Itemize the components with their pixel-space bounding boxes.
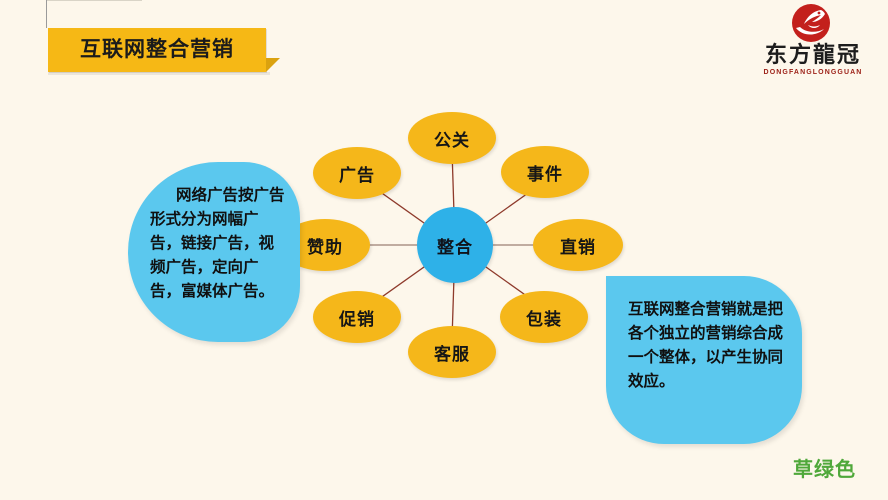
diagram-center-label: 整合 <box>437 237 473 257</box>
diagram-node-label: 客服 <box>434 344 470 364</box>
footer-note: 草绿色 <box>793 459 856 481</box>
brand-logo: 东方龍冠 DONGFANGLONGGUAN <box>750 2 876 84</box>
diagram-node-gongguan[interactable]: 公关 <box>408 112 496 164</box>
banner-stem <box>46 0 47 28</box>
logo-pinyin: DONGFANGLONGGUAN <box>763 69 863 76</box>
diagram-node-guanggao[interactable]: 广告 <box>313 147 401 199</box>
diagram-node-center-zhenghe[interactable]: 整合 <box>417 207 493 283</box>
diagram-node-label: 事件 <box>527 164 563 184</box>
diagram-node-label: 直销 <box>560 237 596 257</box>
logo-wordmark: 东方龍冠 <box>764 42 861 67</box>
diagram-node-label: 公关 <box>434 130 470 150</box>
diagram-node-baozhuang[interactable]: 包装 <box>500 291 588 343</box>
diagram-node-label: 赞助 <box>307 237 343 257</box>
diagram-node-shijian[interactable]: 事件 <box>501 146 589 198</box>
title-banner-plate: 互联网整合营销 <box>48 28 266 72</box>
diagram-node-cuxiao[interactable]: 促销 <box>313 291 401 343</box>
banner-shadow <box>48 72 270 75</box>
diagram-node-kefu[interactable]: 客服 <box>408 326 496 378</box>
page-title: 互联网整合营销 <box>80 38 234 61</box>
diagram-node-label: 广告 <box>339 165 375 185</box>
title-banner: 互联网整合营销 <box>46 0 280 80</box>
diagram-node-label: 促销 <box>339 309 375 329</box>
banner-top-rule <box>46 0 142 1</box>
callout-right-text: 互联网整合营销就是把各个独立的营销综合成一个整体，以产生协同效应。 <box>628 301 784 390</box>
dragon-circle-emblem-icon <box>788 2 834 44</box>
callout-right: 互联网整合营销就是把各个独立的营销综合成一个整体，以产生协同效应。 <box>606 276 802 444</box>
diagram-node-label: 包装 <box>526 309 562 329</box>
callout-left: 网络广告按广告形式分为网幅广告，链接广告，视频广告，定向广告，富媒体广告。 <box>128 162 300 342</box>
banner-fold-corner <box>266 58 280 72</box>
callout-left-text: 网络广告按广告形式分为网幅广告，链接广告，视频广告，定向广告，富媒体广告。 <box>150 187 285 300</box>
diagram-node-zhixiao[interactable]: 直销 <box>533 219 623 271</box>
